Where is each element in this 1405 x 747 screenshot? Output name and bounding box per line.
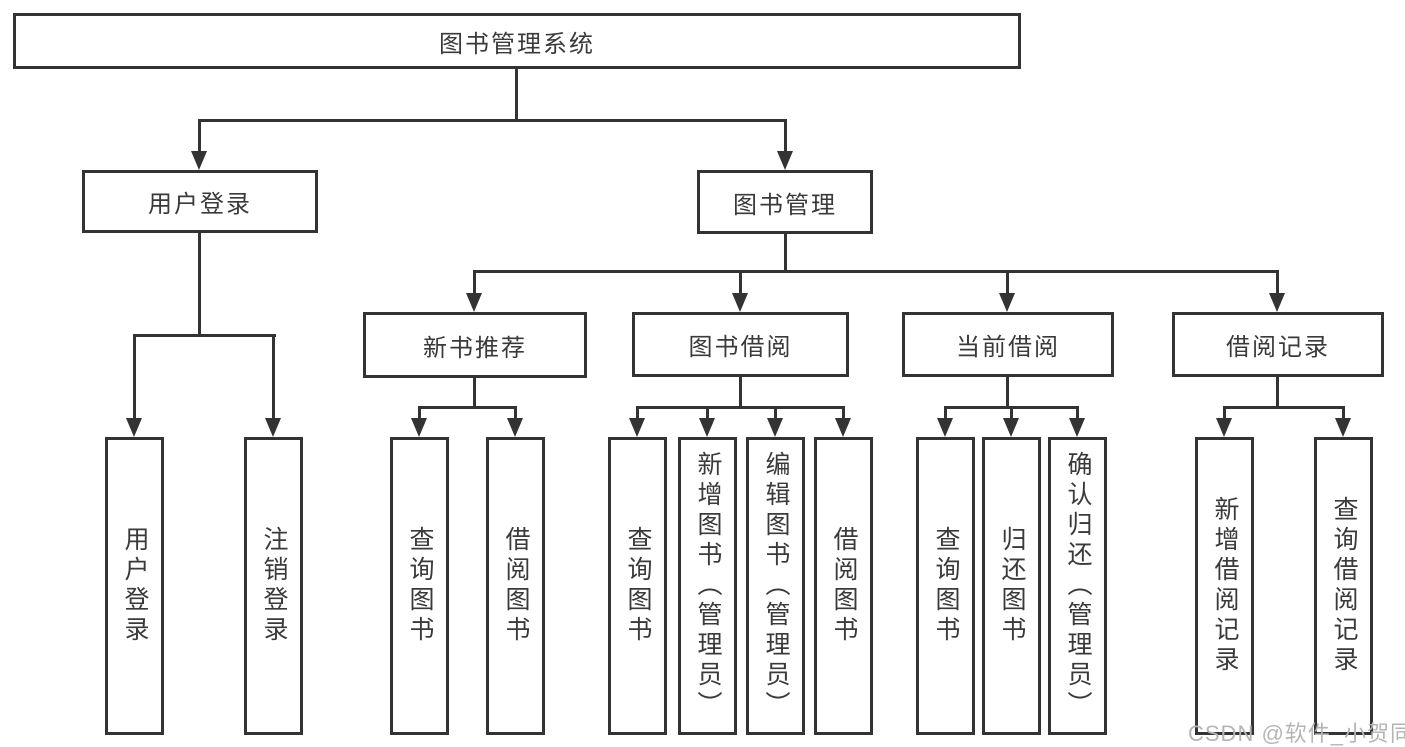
leaf-borrow-books-recommend-label: 借阅图书 [502,526,530,646]
leaf-query-borrow-record: 查询借阅记录 [1314,437,1373,735]
connector-line [1010,406,1013,422]
leaf-user-login: 用户登录 [105,437,164,735]
arrow-down-icon [1216,418,1232,437]
leaf-edit-books-admin: 编辑图书（管理员） [746,437,805,735]
leaf-return-books: 归还图书 [982,437,1041,735]
leaf-borrow-books-borrowing: 借阅图书 [814,437,873,735]
leaf-add-borrow-record: 新增借阅记录 [1195,437,1254,735]
connector-line [1006,270,1009,296]
arrow-down-icon [466,293,482,312]
connector-line [1342,406,1345,422]
arrow-down-icon [835,418,851,437]
connector-line [1006,375,1009,409]
arrow-down-icon [411,418,427,437]
leaf-add-borrow-record-label: 新增借阅记录 [1211,496,1239,676]
connector-line [1223,406,1226,422]
arrow-down-icon [265,418,281,437]
connector-line [198,230,201,337]
connector-line [706,406,709,422]
node-borrowing-records: 借阅记录 [1172,312,1384,377]
arrow-down-icon [937,418,953,437]
node-book-borrowing: 图书借阅 [632,312,849,377]
connector-line [636,406,639,422]
connector-line [515,66,518,121]
node-library-management-system: 图书管理系统 [13,13,1021,69]
leaf-query-books-current: 查询图书 [916,437,975,735]
connector-line [133,334,136,420]
leaf-query-books-borrowing: 查询图书 [608,437,667,735]
leaf-user-login-label: 用户登录 [121,526,149,646]
connector-line [198,119,201,154]
leaf-confirm-return-admin-label: 确认归还（管理员） [1064,451,1092,721]
connector-line [774,406,777,422]
connector-line [739,375,742,409]
arrow-down-icon [699,418,715,437]
arrow-down-icon [1269,293,1285,312]
connector-line [133,334,276,337]
arrow-down-icon [777,151,793,170]
arrow-down-icon [191,151,207,170]
connector-line [1076,406,1079,422]
arrow-down-icon [629,418,645,437]
leaf-query-books-recommend-label: 查询图书 [406,526,434,646]
node-user-login: 用户登录 [82,170,318,233]
arrow-down-icon [999,293,1015,312]
connector-line [514,406,517,422]
connector-line [473,270,1279,273]
connector-line [473,375,476,409]
leaf-logout: 注销登录 [244,437,303,735]
arrow-down-icon [1003,418,1019,437]
connector-line [418,406,421,422]
node-current-borrowing: 当前借阅 [902,312,1114,377]
arrow-down-icon [126,418,142,437]
connector-line [842,406,845,422]
leaf-borrow-books-recommend: 借阅图书 [486,437,545,735]
connector-line [784,231,787,273]
connector-line [272,334,275,420]
leaf-borrow-books-borrowing-label: 借阅图书 [830,526,858,646]
arrow-down-icon [1069,418,1085,437]
connector-line [1276,270,1279,296]
leaf-query-borrow-record-label: 查询借阅记录 [1330,496,1358,676]
node-new-book-recommend: 新书推荐 [363,312,587,378]
arrow-down-icon [767,418,783,437]
connector-line [944,406,947,422]
leaf-query-books-current-label: 查询图书 [932,526,960,646]
connector-line [473,270,476,296]
connector-line [784,119,787,154]
leaf-edit-books-admin-label: 编辑图书（管理员） [762,451,790,721]
node-book-management: 图书管理 [697,170,873,234]
arrow-down-icon [732,293,748,312]
arrow-down-icon [507,418,523,437]
arrow-down-icon [1335,418,1351,437]
connector-line [1223,406,1345,409]
leaf-add-books-admin: 新增图书（管理员） [678,437,737,735]
leaf-query-books-recommend: 查询图书 [390,437,449,735]
leaf-query-books-borrowing-label: 查询图书 [624,526,652,646]
leaf-return-books-label: 归还图书 [998,526,1026,646]
connector-line [636,406,845,409]
connector-line [739,270,742,296]
leaf-add-books-admin-label: 新增图书（管理员） [694,451,722,721]
connector-line [1276,375,1279,409]
leaf-confirm-return-admin: 确认归还（管理员） [1048,437,1107,735]
connector-line [418,406,517,409]
leaf-logout-label: 注销登录 [260,526,288,646]
watermark-text: CSDN @软件_小贺同学 [1188,721,1405,746]
connector-line [198,119,787,122]
